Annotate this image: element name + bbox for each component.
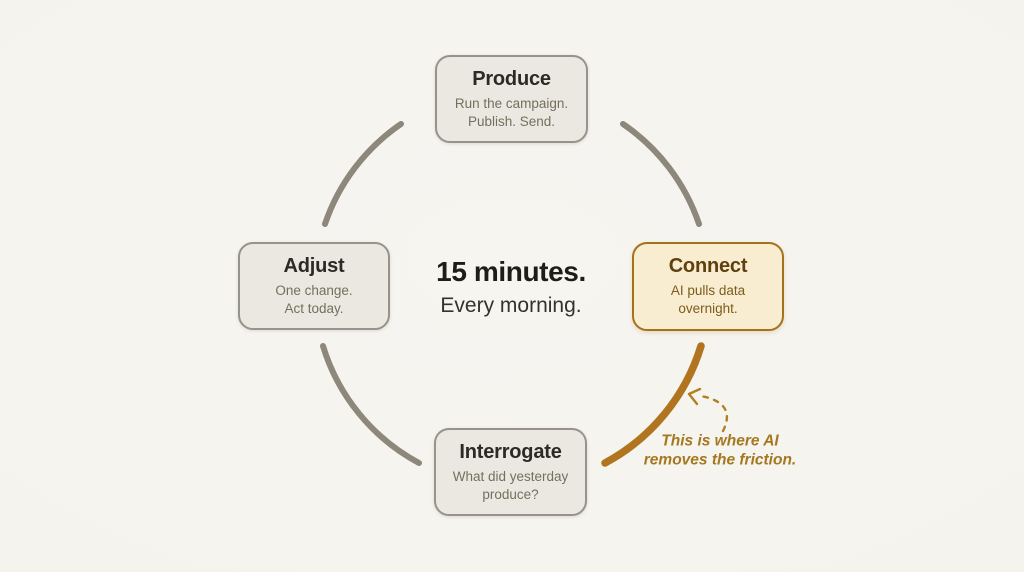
annotation-text: This is where AI removes the friction. [643, 432, 797, 468]
node-adjust-title: Adjust [283, 254, 345, 277]
center-label: 15 minutes. Every morning. [436, 256, 586, 318]
node-interrogate-subtitle: What did yesterday produce? [452, 468, 569, 502]
node-produce-title: Produce [472, 67, 551, 90]
arc-interrogate-to-adjust [320, 343, 422, 466]
arc-adjust-to-produce [322, 121, 404, 227]
node-connect-subtitle: AI pulls data overnight. [670, 283, 746, 316]
arc-produce-to-connect [620, 121, 702, 227]
node-connect: Connect AI pulls data overnight. [632, 242, 784, 331]
node-produce-subtitle: Run the campaign. Publish. Send. [454, 95, 569, 129]
node-interrogate: Interrogate What did yesterday produce? [434, 428, 587, 516]
node-connect-title: Connect [668, 255, 748, 278]
dashed-arrow-icon [687, 387, 729, 433]
arc-connect-to-interrogate-highlight [601, 342, 705, 467]
center-subtitle: Every morning. [440, 294, 582, 317]
node-adjust-subtitle: One change. Act today. [275, 282, 353, 316]
node-adjust: Adjust One change. Act today. [238, 242, 390, 330]
center-title: 15 minutes. [436, 256, 586, 287]
node-interrogate-title: Interrogate [459, 440, 562, 463]
node-produce: Produce Run the campaign. Publish. Send. [435, 55, 588, 143]
